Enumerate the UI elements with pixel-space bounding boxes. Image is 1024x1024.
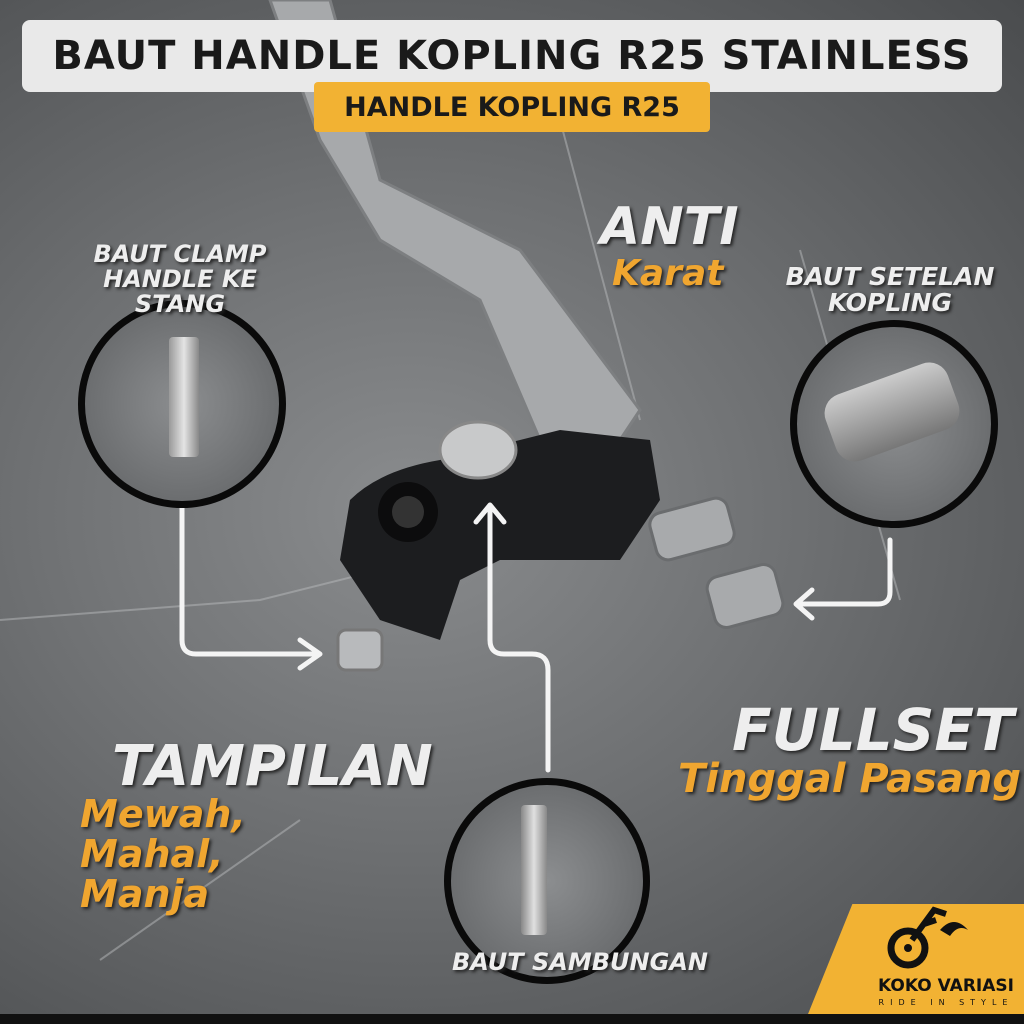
label-fullset: FULLSET: [732, 696, 1014, 764]
adjuster-bolt: [648, 496, 785, 629]
label-setelan: BAUT SETELAN KOPLING: [785, 262, 995, 318]
circle-setelan-bolt: [790, 320, 998, 528]
arrow-sambungan: [473, 502, 551, 773]
arrow-clamp: [179, 497, 323, 671]
clamp-bolt-image: [169, 337, 199, 457]
label-tampilan: TAMPILAN: [112, 734, 433, 799]
clamp-bolt: [336, 628, 384, 672]
subtitle-badge: HANDLE KOPLING R25: [314, 82, 710, 132]
label-fullset-sub: Tinggal Pasang: [678, 756, 1022, 802]
circle-clamp-bolt: [78, 300, 286, 508]
bottom-strip: [0, 1014, 1024, 1024]
page-title: BAUT HANDLE KOPLING R25 STAINLESS: [22, 20, 1002, 92]
circle-sambungan-bolt: [444, 778, 650, 984]
motorcycle-icon: [887, 906, 968, 969]
arrow-setelan: [793, 537, 893, 621]
label-clamp: BAUT CLAMP HANDLE KE STANG: [93, 240, 267, 319]
lever-blade: [268, 0, 642, 442]
label-sambungan: BAUT SAMBUNGAN: [452, 948, 708, 976]
sambungan-bolt-image: [521, 805, 547, 935]
label-tampilan-sub: Mewah, Mahal, Manja: [80, 792, 246, 916]
lever-perch: [340, 430, 660, 640]
brand-name: KOKO VARIASI: [878, 976, 1014, 996]
brand-tagline: RIDE IN STYLE: [878, 998, 1014, 1007]
pivot-bolt: [438, 420, 518, 480]
label-anti-sub: Karat: [612, 253, 724, 294]
setelan-bolt-image: [818, 356, 966, 468]
label-anti: ANTI: [600, 197, 739, 257]
